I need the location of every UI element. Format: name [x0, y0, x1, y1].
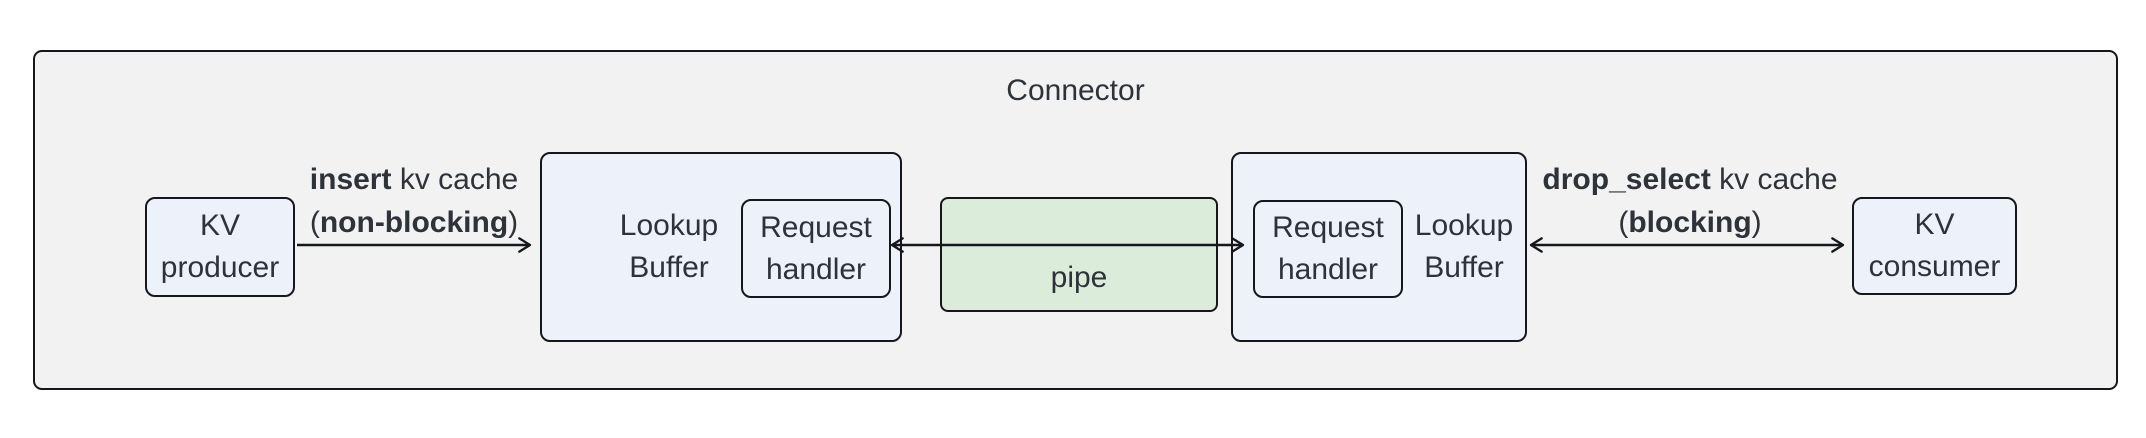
pipe-node: pipe — [940, 197, 1218, 312]
insert-arrow-label-line1: insert kv cache — [309, 163, 519, 196]
kv-producer-label-line1: KV — [199, 209, 241, 242]
lookup-buffer-left-node: Lookup Buffer Request handler — [540, 152, 902, 342]
drop-select-arrow-label-line2: (blocking) — [1618, 206, 1762, 239]
pipe-label: pipe — [1050, 261, 1108, 294]
lookup-buffer-right-label: Lookup Buffer — [1414, 209, 1514, 284]
request-handler-left-node: Request handler — [741, 199, 891, 298]
insert-arrow-label: insert kv cache (non-blocking) — [244, 158, 584, 244]
request-handler-right-label-line2: handler — [1277, 253, 1379, 286]
insert-arrow-label-line2: (non-blocking) — [309, 206, 519, 239]
lookup-buffer-left-label: Lookup Buffer — [619, 209, 719, 284]
kv-producer-label-line2: producer — [160, 251, 280, 284]
request-handler-right-node: Request handler — [1253, 200, 1403, 298]
request-handler-left-label-line1: Request — [760, 210, 872, 244]
request-handler-left-label-line2: handler — [765, 252, 867, 286]
drop-select-arrow-label: drop_select kv cache (blocking) — [1520, 158, 1860, 244]
connector-container: Connector KV producer Lookup Buffer Requ… — [33, 50, 2118, 390]
kv-producer-node: KV producer — [145, 197, 295, 297]
request-handler-right-label-line1: Request — [1272, 211, 1384, 244]
kv-consumer-label-line2: consumer — [1868, 250, 2001, 283]
connector-title: Connector — [1006, 74, 1145, 107]
drop-select-arrow-label-line1: drop_select kv cache — [1542, 163, 1838, 196]
kv-consumer-node: KV consumer — [1852, 197, 2017, 295]
kv-consumer-label-line1: KV — [1914, 208, 1955, 241]
lookup-buffer-right-node: Request handler Lookup Buffer — [1231, 152, 1527, 342]
